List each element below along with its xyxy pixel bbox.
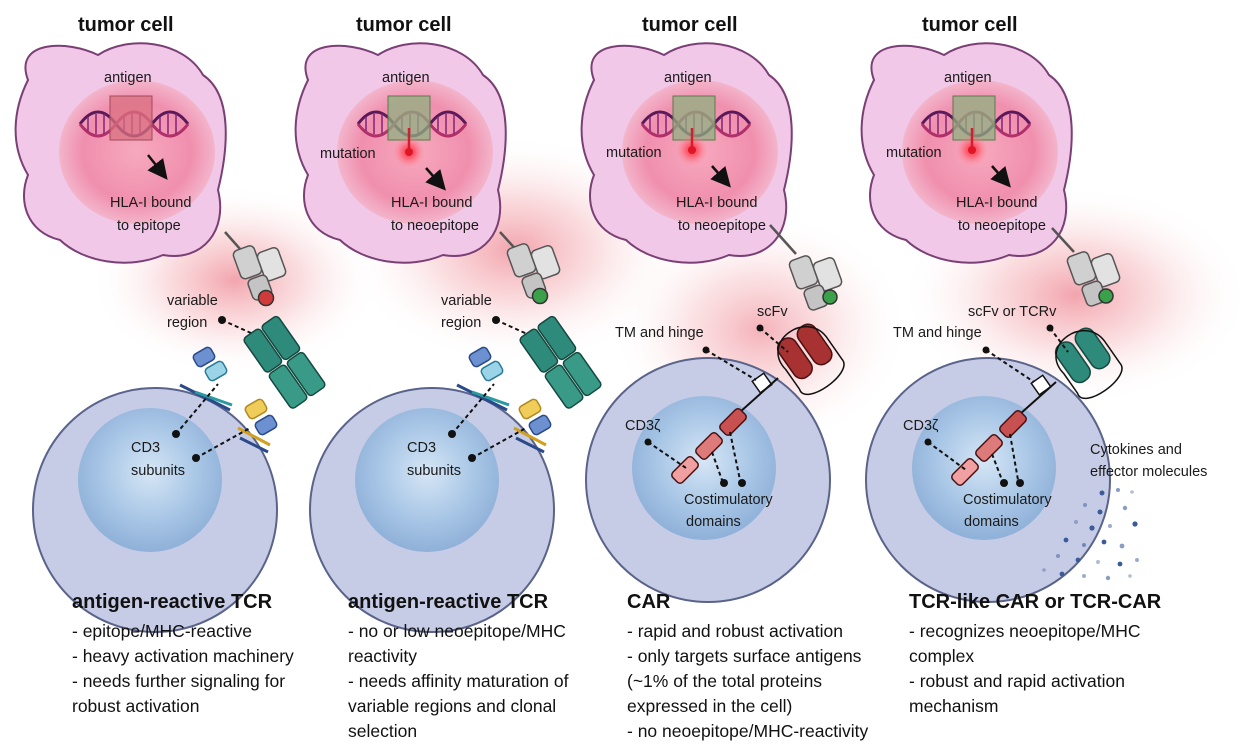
panel-2-graphic: tumor cell antigen mutation HLA-I bound … <box>294 14 604 633</box>
panel-1-hla-label-2: to epitope <box>117 218 181 234</box>
panel-3-antigen-label: antigen <box>664 70 712 86</box>
panel-2-heading: tumor cell <box>356 14 452 36</box>
panel-3-line: - rapid and robust activation <box>627 621 843 641</box>
panel-1-hla-label-1: HLA-I bound <box>110 195 191 211</box>
panel-4-t-cell-nucleus <box>912 396 1056 540</box>
panel-4-line: - recognizes neoepitope/MHC <box>909 621 1141 641</box>
panel-2-line: reactivity <box>348 646 418 666</box>
panel-3-cd3z-label: CD3ζ <box>625 418 661 434</box>
panel-3-hla-label-1: HLA-I bound <box>676 195 757 211</box>
panel-3-line: expressed in the cell) <box>627 696 793 716</box>
panel-1-arrow <box>147 154 168 180</box>
panel-4-heading: tumor cell <box>922 14 1018 36</box>
panel-4-cytokines-label-1: Cytokines and <box>1090 442 1182 458</box>
panel-1-antigen-label: antigen <box>104 70 152 86</box>
panel-3-arrow <box>710 165 731 188</box>
panel-2-antigen-box <box>387 95 431 141</box>
panel-3-scfv-label: scFv <box>757 304 788 320</box>
panel-2-line: - no or low neoepitope/MHC <box>348 621 566 641</box>
panel-3-line: - no neoepitope/MHC-reactivity <box>627 721 869 741</box>
panel-1-t-cell-nucleus <box>78 408 222 552</box>
panel-2-cd3-label-1: CD3 <box>407 440 436 456</box>
panel-1-line: - epitope/MHC-reactive <box>72 621 252 641</box>
panel-3-title: CAR <box>627 591 671 613</box>
panel-4-antigen-box <box>952 95 996 141</box>
panel-4-mutation-label: mutation <box>886 145 942 161</box>
panel-3-neoepitope <box>822 289 838 305</box>
panel-3-tm-label: TM and hinge <box>615 325 704 341</box>
panel-1-graphic: tumor cell antigen HLA-I bound to epitop… <box>14 14 328 633</box>
panel-2-region-label-2: region <box>441 315 481 331</box>
panel-3-mutation-label: mutation <box>606 145 662 161</box>
panel-1-region-label-1: variable <box>167 293 218 309</box>
panel-1-title: antigen-reactive TCR <box>72 591 273 613</box>
panel-1-line: robust activation <box>72 696 200 716</box>
panel-4-graphic: tumor cell antigen mutation HLA-I bound … <box>860 14 1207 603</box>
panel-4-title: TCR-like CAR or TCR-CAR <box>909 591 1162 613</box>
panel-4-neoepitope <box>1098 288 1114 304</box>
panel-2-hla-label-1: HLA-I bound <box>391 195 472 211</box>
panel-4-hla-label-2: to neoepitope <box>958 218 1046 234</box>
panel-3-car <box>671 323 845 484</box>
panel-4-line: mechanism <box>909 696 999 716</box>
panel-4-antigen-label: antigen <box>944 70 992 86</box>
panel-4-cytokine-particles <box>1042 488 1139 581</box>
panel-1-region-label-2: region <box>167 315 207 331</box>
panel-1-cd3-label-2: subunits <box>131 463 185 479</box>
panel-1-line: - heavy activation machinery <box>72 646 294 666</box>
panel-3-hla-label-2: to neoepitope <box>678 218 766 234</box>
panel-4-scfv-label: scFv or TCRv <box>968 304 1057 320</box>
panel-2-region-label-1: variable <box>441 293 492 309</box>
panel-4-cd3z-label: CD3ζ <box>903 418 939 434</box>
panel-2-t-cell-nucleus <box>355 408 499 552</box>
panel-3-costim-label-1: Costimulatory <box>684 492 773 508</box>
panel-3-line: - only targets surface antigens <box>627 646 862 666</box>
panel-2-mutation-label: mutation <box>320 146 376 162</box>
panel-3-costim-label-2: domains <box>686 514 741 530</box>
panel-1-heading: tumor cell <box>78 14 174 36</box>
panel-2-title: antigen-reactive TCR <box>348 591 549 613</box>
panel-2-description: antigen-reactive TCR - no or low neoepit… <box>348 590 648 744</box>
panel-2-line: variable regions and clonal <box>348 696 557 716</box>
panel-1-antigen-box <box>109 95 153 141</box>
panel-3-line: (~1% of the total proteins <box>627 671 823 691</box>
panel-3-description: CAR - rapid and robust activation - only… <box>627 590 927 744</box>
panel-4-hla-label-1: HLA-I bound <box>956 195 1037 211</box>
panel-4-line: - robust and rapid activation <box>909 671 1125 691</box>
panel-2-arrow <box>425 167 446 191</box>
panel-1-line: - needs further signaling for <box>72 671 286 691</box>
panel-4-costim-label-1: Costimulatory <box>963 492 1052 508</box>
panel-4-costim-label-2: domains <box>964 514 1019 530</box>
panel-2-antigen-label: antigen <box>382 70 430 86</box>
panel-1-cd3-label-1: CD3 <box>131 440 160 456</box>
panel-2-neoepitope <box>531 287 549 305</box>
panel-4-cytokines-label-2: effector molecules <box>1090 464 1207 480</box>
panel-1-cd3 <box>179 346 278 454</box>
panel-4-description: TCR-like CAR or TCR-CAR - recognizes neo… <box>909 590 1209 719</box>
panel-3-heading: tumor cell <box>642 14 738 36</box>
panel-2-line: - needs affinity maturation of <box>348 671 569 691</box>
panel-3-t-cell-nucleus <box>632 396 776 540</box>
panel-4-arrow <box>990 165 1011 188</box>
panel-1-description: antigen-reactive TCR - epitope/MHC-react… <box>72 590 372 719</box>
panel-2-cd3-label-2: subunits <box>407 463 461 479</box>
panel-4-line: complex <box>909 646 975 666</box>
panel-1-epitope <box>257 289 275 307</box>
panel-3-graphic: tumor cell antigen mutation HLA-I bound … <box>580 14 849 603</box>
panel-3-antigen-box <box>672 95 716 141</box>
panel-4-tcr-car <box>951 327 1123 486</box>
panel-2-cd3 <box>456 346 552 454</box>
panel-2-line: selection <box>348 721 418 741</box>
panel-2-hla-label-2: to neoepitope <box>391 218 479 234</box>
panel-4-tm-label: TM and hinge <box>893 325 982 341</box>
